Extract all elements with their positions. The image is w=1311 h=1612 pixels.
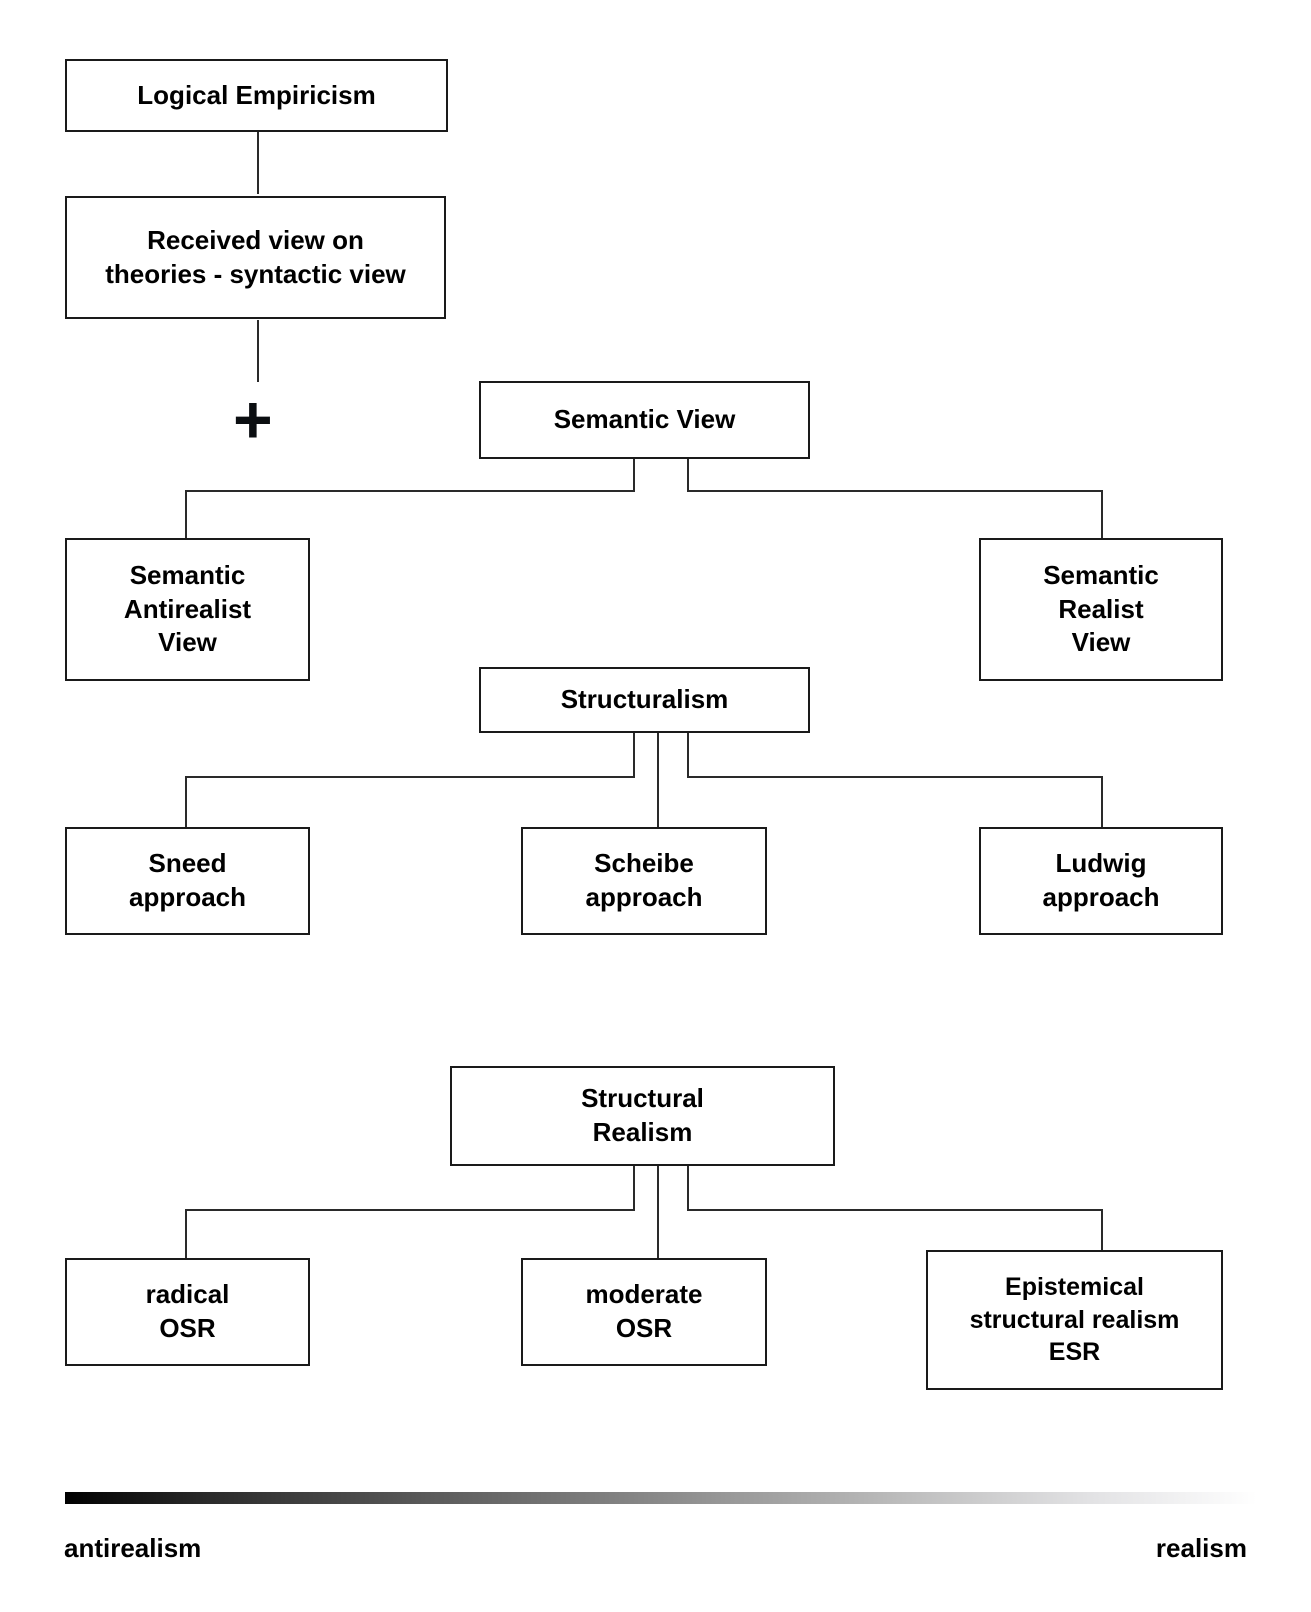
- node-logical-empiricism[interactable]: Logical Empiricism: [65, 59, 448, 132]
- node-logical-empiricism-label: Logical Empiricism: [137, 79, 376, 110]
- node-esr-label: Epistemical structural realism ESR: [969, 1273, 1180, 1367]
- node-semantic-antirealist-view[interactable]: Semantic Antirealist View: [65, 538, 310, 681]
- node-structuralism[interactable]: Structuralism: [479, 667, 810, 733]
- node-ludwig-approach[interactable]: Ludwig approach: [979, 827, 1223, 935]
- edge-structuralism-to-ludwig: [686, 733, 1104, 827]
- node-received-view-label: Received view on theories - syntactic vi…: [105, 224, 406, 289]
- node-sneed-approach[interactable]: Sneed approach: [65, 827, 310, 935]
- spectrum-label-antirealism: antirealism: [64, 1533, 202, 1563]
- node-scheibe-approach-label: Scheibe approach: [585, 848, 703, 912]
- node-radical-osr[interactable]: radical OSR: [65, 1258, 310, 1366]
- node-radical-osr-label: radical OSR: [145, 1279, 230, 1343]
- node-semantic-antirealist-view-label: Semantic Antirealist View: [123, 559, 252, 658]
- node-structuralism-label: Structuralism: [560, 684, 729, 715]
- spectrum-label-realism: realism: [1155, 1533, 1247, 1563]
- node-sneed-approach-label: Sneed approach: [128, 848, 247, 912]
- edge-structural-realism-to-radical-osr: [184, 1166, 636, 1258]
- node-received-view[interactable]: Received view on theories - syntactic vi…: [65, 196, 446, 319]
- edge-semantic-view-to-realist: [686, 459, 1104, 538]
- node-esr[interactable]: Epistemical structural realism ESR: [926, 1250, 1223, 1390]
- node-ludwig-approach-label: Ludwig approach: [1042, 848, 1160, 912]
- node-scheibe-approach[interactable]: Scheibe approach: [521, 827, 767, 935]
- node-semantic-realist-view[interactable]: Semantic Realist View: [979, 538, 1223, 681]
- antirealism-realism-gradient-bar: [65, 1492, 1257, 1504]
- node-structural-realism-label: Structural Realism: [581, 1083, 704, 1147]
- node-semantic-realist-view-label: Semantic Realist View: [1043, 559, 1159, 658]
- edge-structuralism-to-sneed: [184, 733, 636, 827]
- node-semantic-view-label: Semantic View: [553, 404, 736, 435]
- edge-semantic-view-to-antirealist: [184, 459, 636, 538]
- node-moderate-osr-label: moderate OSR: [585, 1279, 703, 1343]
- node-semantic-view[interactable]: Semantic View: [479, 381, 810, 459]
- node-moderate-osr[interactable]: moderate OSR: [521, 1258, 767, 1366]
- plus-icon: +: [233, 382, 273, 458]
- node-structural-realism[interactable]: Structural Realism: [450, 1066, 835, 1166]
